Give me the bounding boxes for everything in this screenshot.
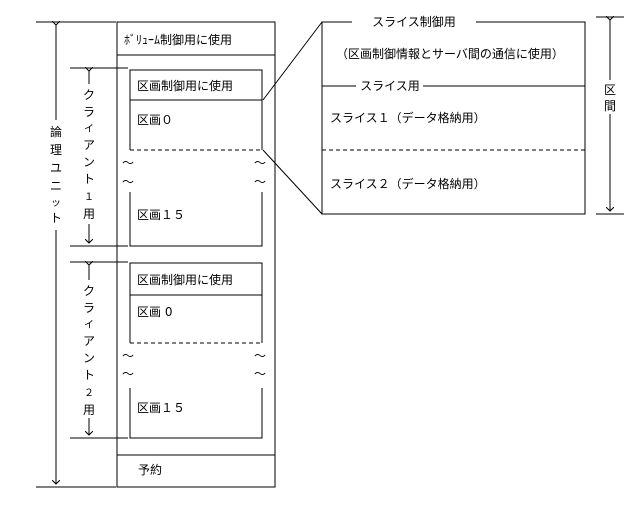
client1-char: ン [83,155,95,169]
client2-char: ア [83,334,95,348]
client1-char: ア [83,138,95,152]
client1-control-label: 区画制御用に使用 [137,78,233,93]
zoom-connector [262,21,323,215]
slice-detail-box: スライス制御用 （区画制御情報とサーバ間の通信に使用） スライス用 スライス１（… [321,14,586,215]
client1-label: ク ラ イ ア ン ト １ 用 [83,88,95,221]
client1-char: ラ [83,105,95,119]
slice2-label: スライス２（データ格納用） [330,176,486,191]
client1-char: １ [84,192,94,203]
client2-char: 用 [83,403,95,417]
logical-unit-dimension: 論 理 ユ ニ ッ ト [36,22,116,488]
client1-block: 区画制御用に使用 区画０ ～ ～ ～ ～ 区画１５ [122,69,266,247]
client2-dimension: ク ラ イ ア ン ト ２ 用 [70,262,128,439]
slice-control-desc: （区画制御情報とサーバ間の通信に使用） [336,46,564,61]
break-mark: ～ [254,349,266,363]
client2-block: 区画制御用に使用 区画 0 ～ ～ ～ ～ 区画１５ [122,262,266,439]
break-mark: ～ [254,175,266,189]
interval-dimension: 区 間 [596,17,624,215]
logical-unit-char: ニ [50,179,62,193]
logical-unit-char: ッ [51,198,61,209]
break-mark: ～ [254,367,266,381]
slice-title: スライス用 [360,79,420,93]
slice-control-title: スライス制御用 [372,14,456,29]
client1-first-partition: 区画０ [137,113,173,127]
client1-char: ト [83,172,95,186]
client2-char: ラ [83,301,95,315]
client2-char: ト [83,368,95,382]
client2-control-label: 区画制御用に使用 [137,272,233,287]
slice1-label: スライス１（データ格納用） [330,110,486,125]
reserved-label: 予約 [138,462,162,477]
interval-char: 区 [604,83,616,97]
client2-last-partition: 区画１５ [137,401,185,415]
volume-control-label: ﾎﾞﾘｭｰﾑ制御用に使用 [124,32,232,47]
client2-char: ク [83,284,95,298]
logical-unit-char: 理 [50,143,62,157]
client1-dimension: ク ラ イ ア ン ト １ 用 [70,68,128,247]
client1-char: イ [84,124,94,135]
break-mark: ～ [122,156,134,170]
client1-char: ク [83,88,95,102]
interval-char: 間 [604,99,616,113]
client2-first-partition: 区画 0 [137,305,172,319]
logical-unit-char: ト [50,211,62,225]
volume-box: ﾎﾞﾘｭｰﾑ制御用に使用 予約 [116,21,276,488]
break-mark: ～ [254,156,266,170]
logical-unit-char: ユ [50,161,62,175]
client2-char: ２ [84,388,94,399]
break-mark: ～ [122,367,134,381]
break-mark: ～ [122,349,134,363]
logical-unit-char: 論 [50,124,62,139]
client2-char: ン [83,351,95,365]
client2-label: ク ラ イ ア ン ト ２ 用 [83,284,95,417]
client2-char: イ [84,320,94,331]
client1-last-partition: 区画１５ [137,208,185,222]
logical-unit-label: 論 理 ユ ニ ッ ト [50,124,62,225]
break-mark: ～ [122,175,134,189]
client1-char: 用 [83,207,95,221]
